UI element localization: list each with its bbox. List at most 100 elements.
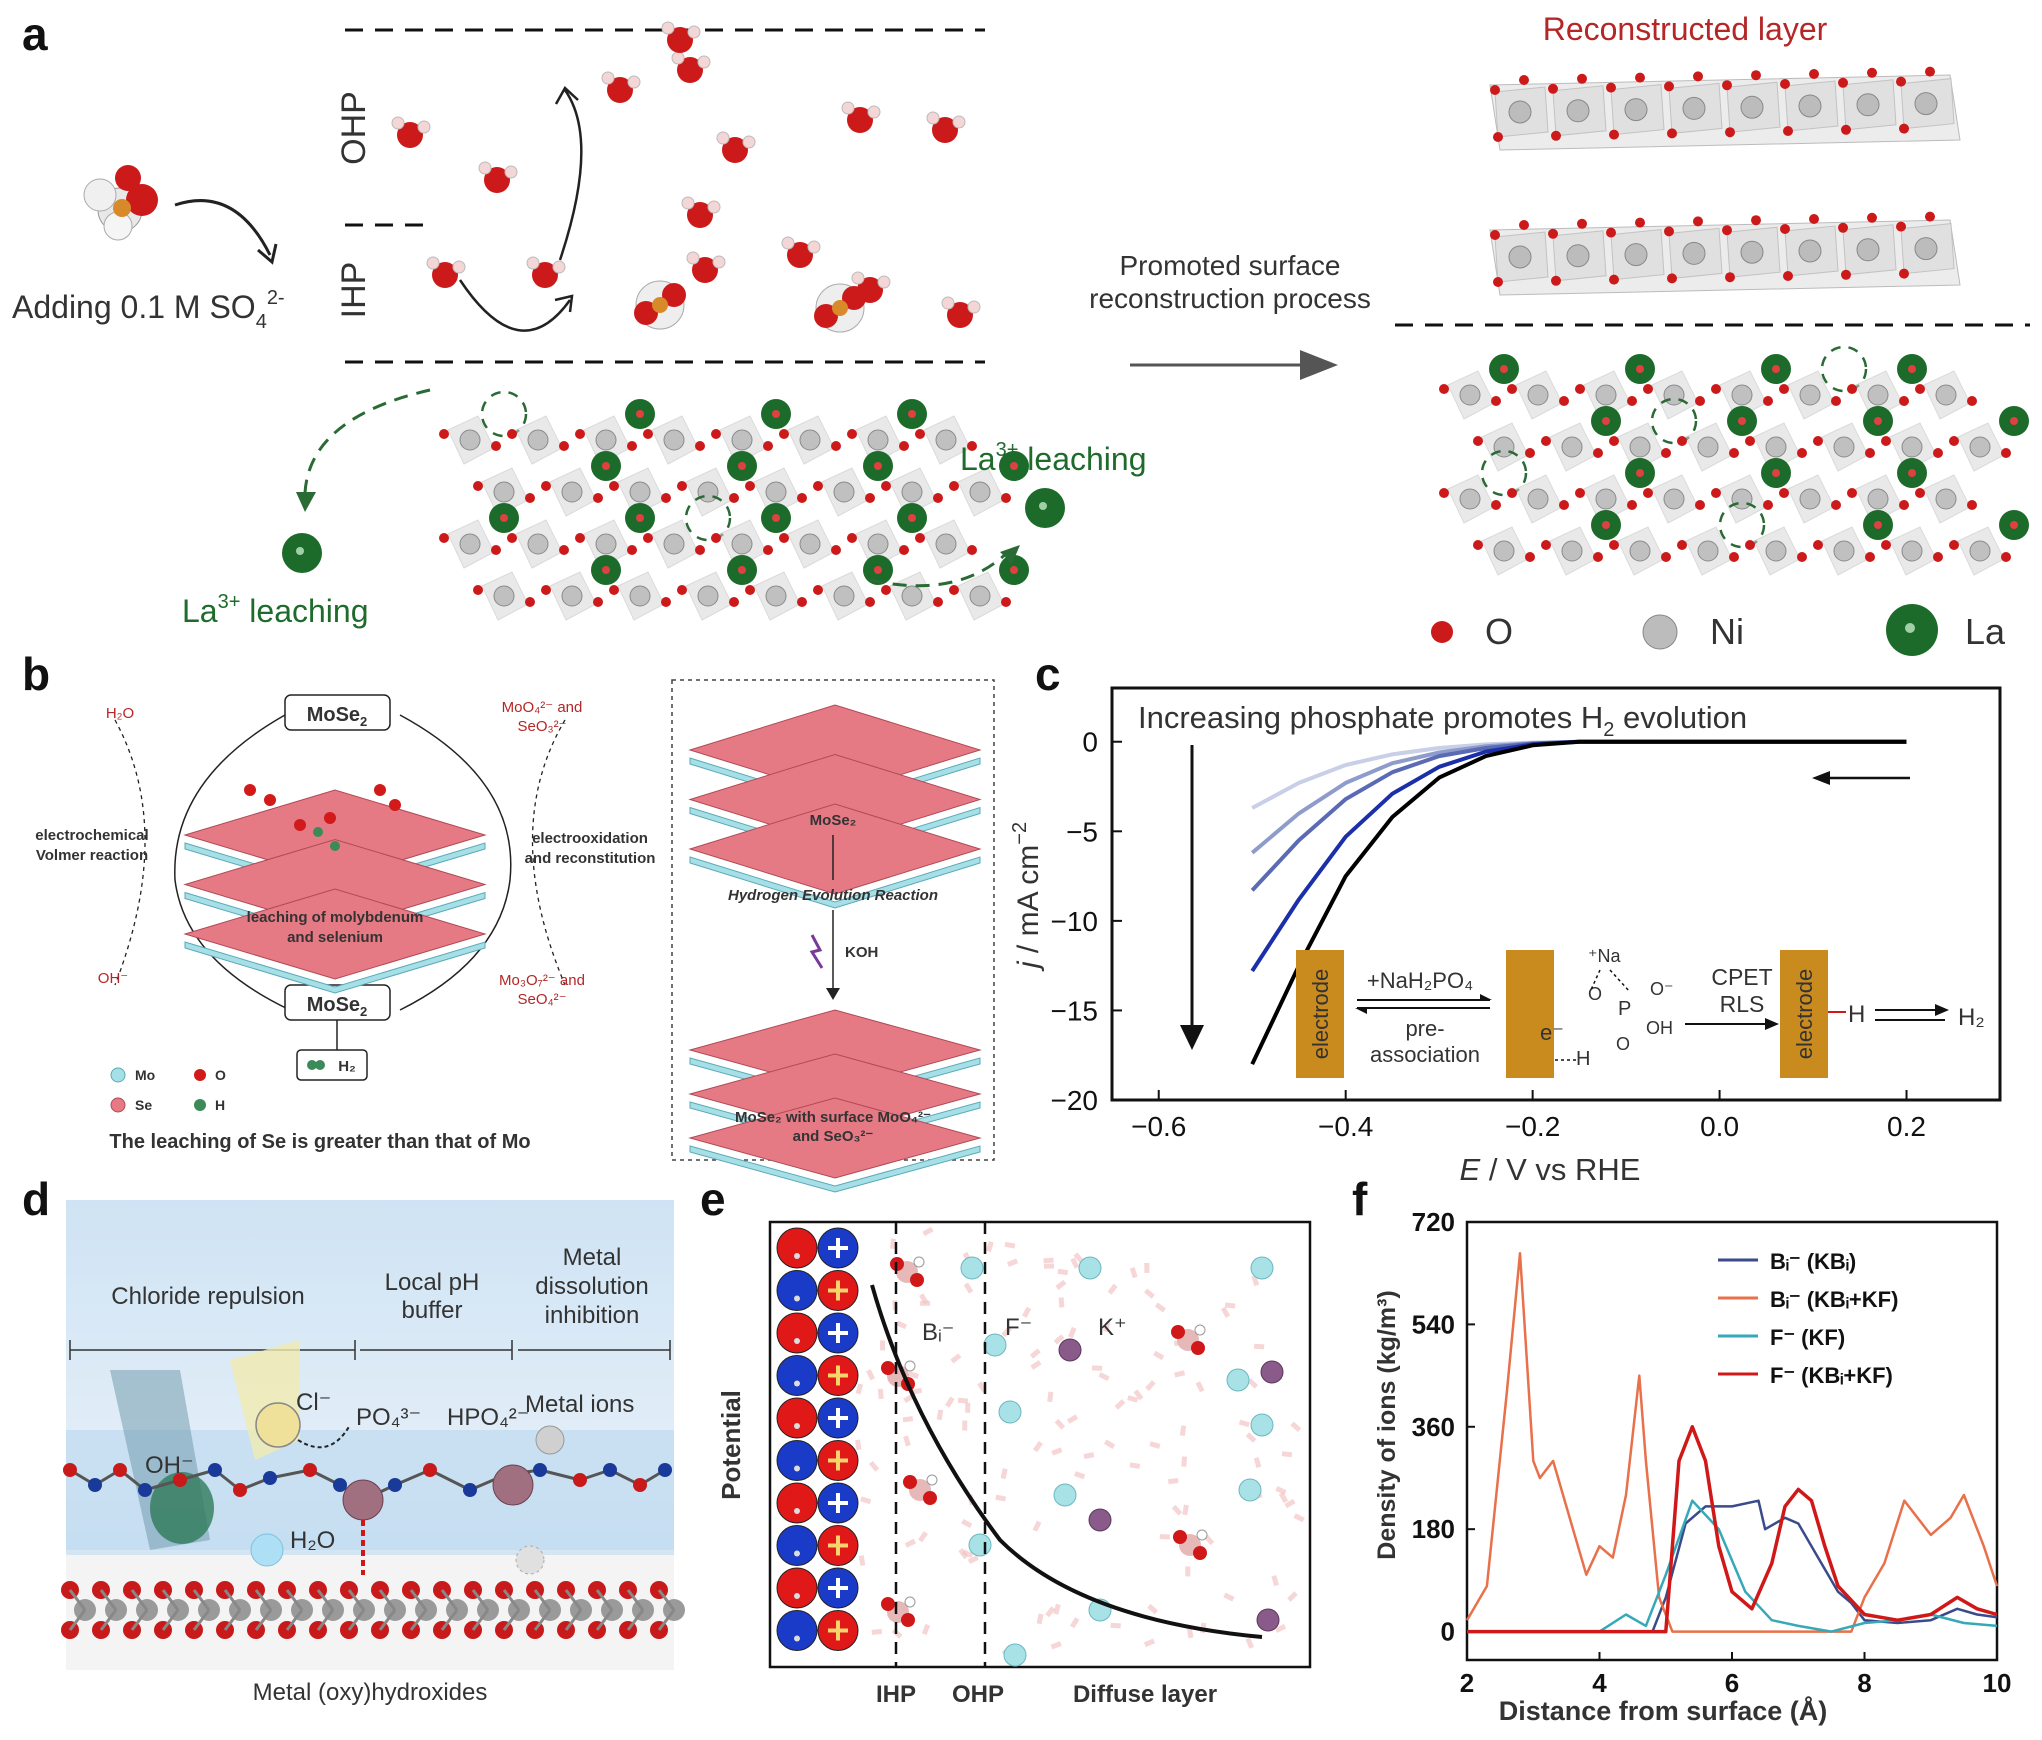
lattice-cell bbox=[779, 519, 841, 569]
lattice-cell bbox=[847, 399, 927, 465]
chart-f-ytick-label: 540 bbox=[1412, 1309, 1455, 1339]
chart-f-legend-label: F⁻ (KBᵢ+KF) bbox=[1770, 1363, 1893, 1388]
h-atom-icon bbox=[194, 1099, 206, 1111]
lattice-cell bbox=[1609, 526, 1671, 576]
chart-f-ytick-label: 0 bbox=[1441, 1617, 1455, 1647]
lattice-cell bbox=[711, 399, 791, 465]
la-leaching-right: La3+ leaching bbox=[960, 439, 1147, 477]
lattice-cell bbox=[1949, 406, 2029, 472]
fluoride-ion bbox=[1053, 1483, 1077, 1507]
la-leaching-left: La3+ leaching bbox=[182, 591, 369, 629]
oxyhydroxide-substrate bbox=[61, 1581, 685, 1639]
phosphorus-icon bbox=[342, 1479, 384, 1521]
lattice-cell bbox=[1779, 474, 1841, 524]
lattice-cell bbox=[1575, 458, 1655, 524]
panel-b: b MoSe2 MoSe2 H₂ H₂O OH⁻ MoO₄²⁻ and SeO₃… bbox=[22, 648, 995, 1193]
reconst-label-1: electrooxidation bbox=[532, 830, 648, 847]
inset-electrode-2 bbox=[1506, 950, 1554, 1078]
phosphate-chain bbox=[63, 1463, 672, 1521]
potassium-ion bbox=[1088, 1508, 1112, 1532]
mo3o7-label-2: SeO₄²⁻ bbox=[517, 991, 566, 1008]
lattice-cell bbox=[1779, 345, 1868, 420]
lattice-cell bbox=[949, 555, 1029, 621]
lattice-cell bbox=[1609, 397, 1698, 472]
col-ph-2: buffer bbox=[402, 1297, 463, 1324]
metal-ions-label: Metal ions bbox=[525, 1391, 634, 1418]
chart-c-frame bbox=[1110, 686, 2002, 1102]
lattice-cell bbox=[1507, 370, 1569, 420]
potassium-ion bbox=[1260, 1360, 1284, 1384]
svg-text:O: O bbox=[1588, 984, 1602, 1004]
lattice-cell bbox=[1813, 406, 1893, 472]
lattice-cell bbox=[915, 415, 977, 465]
add-arrow bbox=[174, 199, 272, 256]
volmer-label-2: Volmer reaction bbox=[36, 847, 148, 864]
chart-f-xlabel: Distance from surface (Å) bbox=[1499, 1695, 1828, 1726]
chart-f-legend-label: F⁻ (KF) bbox=[1770, 1325, 1845, 1350]
ihp-arrow bbox=[458, 279, 572, 332]
panel-b-legend: Mo O Se H bbox=[110, 1067, 226, 1113]
leaching-label-1: leaching of molybdenum bbox=[247, 909, 424, 926]
perovskite-lattice-a-right bbox=[1439, 345, 2029, 576]
svg-text:O: O bbox=[1616, 1034, 1630, 1054]
fluoride-ion bbox=[1003, 1643, 1027, 1667]
chart-f-series-0 bbox=[1467, 1499, 1998, 1633]
lattice-cell bbox=[1745, 526, 1807, 576]
adding-sulfate-label: Adding 0.1 M SO42- bbox=[12, 287, 285, 333]
lattice-cell bbox=[643, 415, 705, 465]
phosphorus-icon bbox=[492, 1464, 534, 1506]
lattice-cell bbox=[813, 555, 893, 621]
chart-c-xtick-label: 0.2 bbox=[1887, 1111, 1926, 1142]
inset-mose2-label: MoSe₂ bbox=[810, 812, 857, 829]
chart-c-title: Increasing phosphate promotes H2 evoluti… bbox=[1138, 700, 1747, 741]
h2o-label: H₂O bbox=[106, 705, 134, 722]
inset-cpet: CPET bbox=[1711, 964, 1772, 990]
surface-atom bbox=[776, 1482, 818, 1524]
lattice-cell bbox=[1881, 422, 1943, 472]
chart-f-xtick-label: 8 bbox=[1857, 1668, 1871, 1698]
lattice-cell bbox=[439, 390, 528, 465]
fluoride-ion bbox=[960, 1256, 984, 1280]
fluoride-ion bbox=[1250, 1413, 1274, 1437]
chart-f-xtick-label: 4 bbox=[1592, 1668, 1607, 1698]
water-molecule bbox=[671, 51, 711, 83]
o-atom-icon bbox=[194, 1069, 206, 1081]
chart-f-series-2 bbox=[1467, 1499, 1998, 1633]
panel-e: e Potential IHP OHP Diffuse layer Bᵢ⁻ F⁻… bbox=[700, 1173, 1312, 1708]
lattice-cell bbox=[813, 451, 893, 517]
lightning-icon bbox=[809, 934, 824, 969]
volmer-label-1: electrochemical bbox=[35, 827, 148, 844]
reconstructed-layer-title: Reconstructed layer bbox=[1543, 11, 1828, 47]
lattice-cell bbox=[949, 451, 1029, 517]
col-ph-1: Local pH bbox=[385, 1269, 480, 1296]
lattice-cell bbox=[609, 571, 671, 621]
mose2-layer bbox=[183, 888, 487, 994]
lattice-cell bbox=[473, 467, 535, 517]
leaching-label-2: and selenium bbox=[287, 929, 383, 946]
k-label: K⁺ bbox=[1098, 1314, 1127, 1341]
water-molecule bbox=[478, 161, 518, 193]
oh-label: OH⁻ bbox=[98, 970, 128, 987]
water-molecule bbox=[661, 21, 701, 53]
lattice-cell bbox=[1813, 510, 1893, 576]
panel-d: d Chloride repulsion Local pH buffer Met… bbox=[22, 1173, 685, 1706]
chart-c-ytick-label: 0 bbox=[1082, 727, 1098, 758]
lattice-cell bbox=[881, 571, 943, 621]
bi-label: Bᵢ⁻ bbox=[922, 1319, 954, 1346]
cl-label: Cl⁻ bbox=[296, 1389, 331, 1416]
lattice-cell bbox=[1711, 458, 1791, 524]
chart-c-xtick-label: −0.4 bbox=[1318, 1111, 1373, 1142]
inset-bottom-label-2: and SeO₃²⁻ bbox=[793, 1128, 874, 1145]
solvent-background bbox=[855, 1226, 1305, 1667]
lattice-cell bbox=[677, 451, 757, 517]
svg-text:O⁻: O⁻ bbox=[1650, 979, 1674, 999]
inset-rls: RLS bbox=[1720, 991, 1765, 1017]
fluoride-ion bbox=[968, 1533, 992, 1557]
leach-arrow-right bbox=[869, 548, 1012, 588]
surface-atom bbox=[776, 1355, 818, 1396]
chart-c-xtick-label: −0.2 bbox=[1505, 1111, 1560, 1142]
chart-c-ylabel: j / mA cm−2 bbox=[1009, 822, 1045, 972]
ihp-label: IHP bbox=[335, 262, 373, 319]
mose2-top-box bbox=[284, 694, 391, 731]
